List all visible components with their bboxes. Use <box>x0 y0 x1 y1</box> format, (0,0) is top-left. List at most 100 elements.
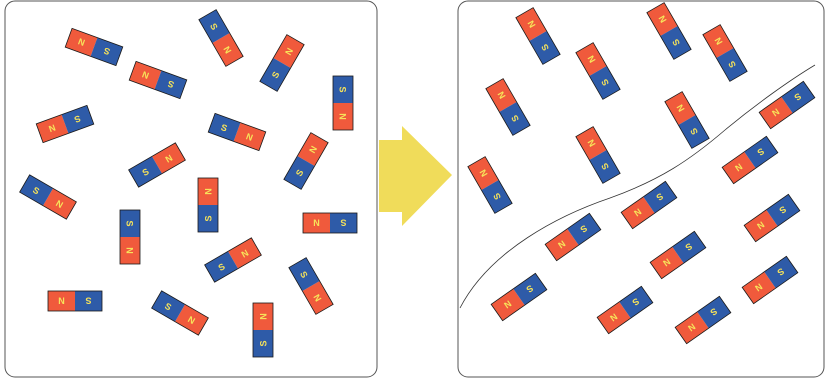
magnet-north-label: N <box>283 46 295 57</box>
magnet-south-pole <box>283 156 315 190</box>
magnet-south-pole <box>198 205 218 232</box>
magnet-north-pole <box>228 237 262 269</box>
magnet-north-pole <box>65 28 98 57</box>
magnet-north-pole <box>467 156 499 190</box>
magnet-south-pole <box>120 210 140 237</box>
magnet-outline <box>19 174 77 220</box>
magnet-north-label: N <box>755 219 766 231</box>
magnet-north-label: N <box>608 311 619 323</box>
magnet-outline <box>204 237 262 283</box>
magnet-outline <box>207 112 267 152</box>
magnet-outline <box>198 9 244 67</box>
magnet-north-label: N <box>245 131 255 143</box>
magnet: NS <box>252 302 274 358</box>
magnet-south-pole <box>660 26 692 60</box>
magnet-north-label: N <box>240 248 251 260</box>
magnet-north-pole <box>744 209 778 242</box>
magnet-south-label: S <box>524 283 535 295</box>
magnet-south-label: S <box>539 42 551 52</box>
magnet-south-label: S <box>630 296 641 308</box>
magnet-outline <box>151 290 209 336</box>
magnet-north-pole <box>575 42 607 76</box>
magnet-outline <box>485 78 531 136</box>
magnet: NS <box>197 177 219 233</box>
magnet: NS <box>741 255 799 305</box>
magnet-north-label: N <box>58 296 65 306</box>
magnet-south-pole <box>529 31 561 65</box>
magnet-south-pole <box>330 213 357 233</box>
magnet-north-label: N <box>496 90 508 101</box>
magnet: NS <box>128 60 188 100</box>
magnet-north-label: N <box>586 54 598 65</box>
magnet-south-label: S <box>204 215 214 221</box>
magnet-north-pole <box>120 237 140 264</box>
magnet-south-label: S <box>708 306 719 318</box>
magnet-south-label: S <box>777 204 788 216</box>
magnet-north-pole <box>759 96 793 129</box>
magnet-north-pole <box>333 103 353 130</box>
magnet-outline <box>119 209 141 265</box>
magnet-north-label: N <box>632 206 643 218</box>
magnet-south-label: S <box>491 191 503 201</box>
magnet-north-pole <box>575 126 607 160</box>
magnet-north-pole <box>646 2 678 36</box>
magnet: NS <box>575 126 621 184</box>
magnet-south-pole <box>766 194 800 227</box>
magnet-north-label: N <box>657 14 669 25</box>
magnet-north-label: N <box>753 281 764 293</box>
magnet-south-pole <box>128 156 162 188</box>
magnet-north-pole <box>212 33 244 67</box>
magnet-south-label: S <box>166 78 175 89</box>
magnet-north-label: N <box>502 298 513 310</box>
magnet-south-pole <box>744 136 778 169</box>
magnet-outline <box>259 34 305 92</box>
magnet-south-pole <box>481 180 513 214</box>
magnet-north-label: N <box>141 69 151 81</box>
magnet-south-pole <box>716 48 748 82</box>
magnet-south-pole <box>589 66 621 100</box>
domain-boundary-line <box>459 64 816 309</box>
magnet-outline <box>467 156 513 214</box>
magnet-north-pole <box>302 281 334 315</box>
magnet-north-pole <box>273 34 305 68</box>
magnet-outline <box>544 212 602 262</box>
magnet-north-label: N <box>186 314 197 326</box>
magnet-north-pole <box>129 61 162 90</box>
magnet-outline <box>743 193 801 243</box>
magnet-south-label: S <box>102 45 111 56</box>
magnet-south-pole <box>75 291 102 311</box>
magnet-south-label: S <box>85 296 91 306</box>
magnet-north-label: N <box>77 36 87 48</box>
magnet-south-label: S <box>208 21 220 31</box>
magnet-north-label: N <box>556 238 567 250</box>
magnet-south-pole <box>61 105 94 134</box>
panel-left-frame <box>4 0 378 378</box>
magnet-south-label: S <box>340 218 346 228</box>
magnet-south-label: S <box>688 126 700 136</box>
magnet-south-label: S <box>578 223 589 235</box>
magnet-outline <box>252 302 274 358</box>
magnet-south-label: S <box>792 91 803 103</box>
magnet: NS <box>198 9 244 67</box>
magnet: NS <box>743 193 801 243</box>
magnet-north-label: N <box>164 153 175 165</box>
magnet-south-pole <box>259 58 291 92</box>
magnet-outline <box>620 180 678 230</box>
magnet-north-pole <box>43 188 77 220</box>
magnet-north-pole <box>152 142 186 174</box>
magnet-north-label: N <box>338 113 348 120</box>
magnet: NS <box>664 91 710 149</box>
magnet-south-label: S <box>31 185 41 197</box>
magnet-north-label: N <box>125 247 135 254</box>
magnet-south-pole <box>781 81 815 114</box>
magnet-south-label: S <box>216 261 226 273</box>
magnet: NS <box>259 34 305 92</box>
magnet-north-pole <box>297 132 329 166</box>
magnet: NS <box>35 104 95 144</box>
magnet-outline <box>288 257 334 315</box>
magnet-south-pole <box>513 273 547 306</box>
magnet-outline <box>664 91 710 149</box>
magnet-outline <box>128 142 186 188</box>
